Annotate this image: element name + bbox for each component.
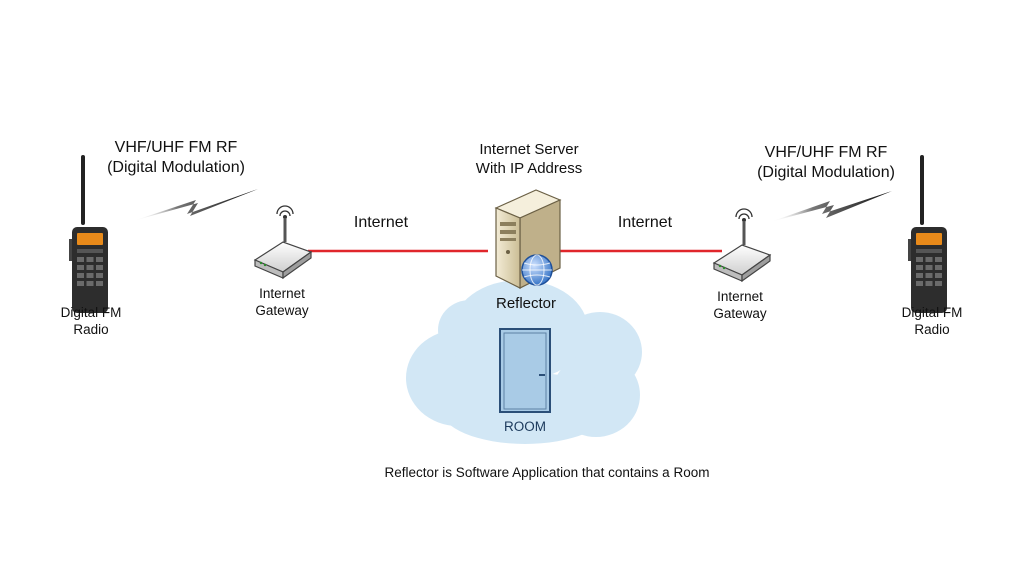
gateway-label-left: Internet Gateway	[255, 286, 309, 318]
handheld-radio-icon	[69, 155, 108, 313]
caption: Reflector is Software Application that c…	[384, 465, 710, 480]
wireless-gateway-icon	[253, 205, 313, 280]
globe-icon	[521, 254, 553, 286]
wireless-gateway-icon	[712, 208, 772, 283]
cloud-shape	[406, 280, 642, 444]
room-label: ROOM	[504, 419, 546, 434]
radio-label-right: Digital FM Radio	[901, 305, 963, 337]
gateway-label-right: Internet Gateway	[713, 289, 767, 321]
lightning-bolt-icon	[133, 189, 258, 221]
rf-label-left: VHF/UHF FM RF (Digital Modulation)	[107, 139, 245, 176]
internet-label-right: Internet	[617, 214, 673, 231]
radio-label-left: Digital FM Radio	[60, 305, 122, 337]
handheld-radio-icon	[908, 155, 947, 313]
server-title: Internet Server With IP Address	[475, 141, 583, 177]
internet-label-left: Internet	[353, 214, 409, 231]
door-icon	[499, 328, 551, 413]
rf-label-right: VHF/UHF FM RF (Digital Modulation)	[757, 144, 895, 181]
server-label: Reflector	[495, 295, 557, 312]
lightning-bolt-icon	[770, 191, 892, 222]
